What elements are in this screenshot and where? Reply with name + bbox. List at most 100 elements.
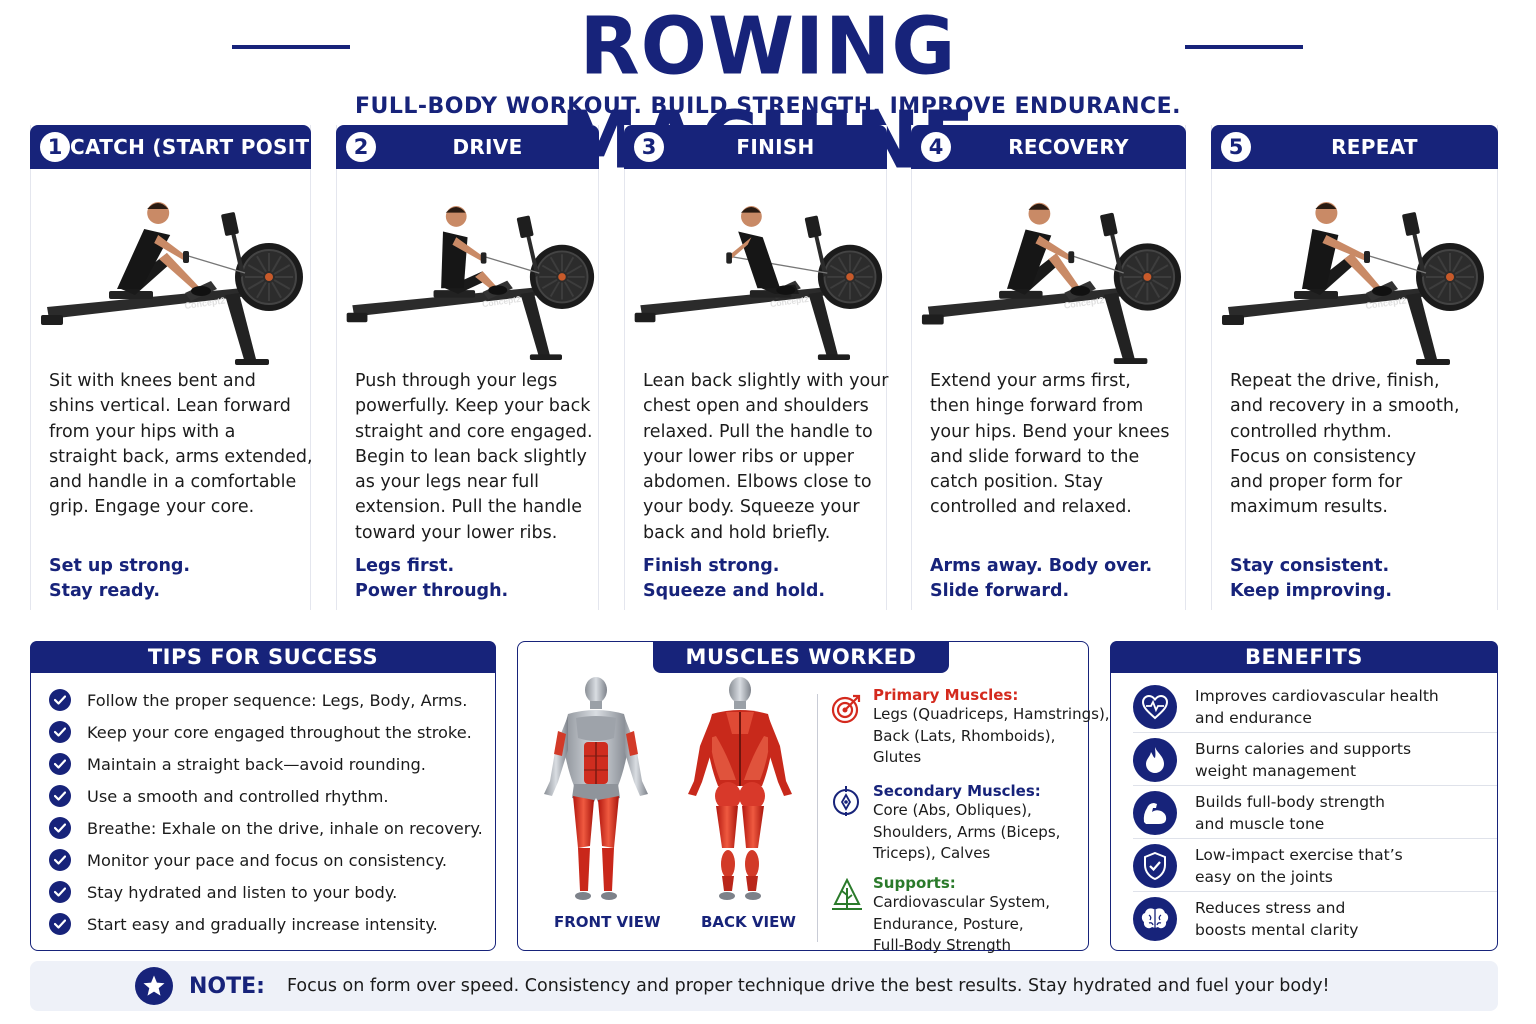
benefit-line: Improves cardiovascular health [1195,686,1439,705]
cue-line: Finish strong. [643,556,780,576]
benefit-divider [1133,891,1497,892]
description-line: and handle in a comfortable [49,472,297,493]
primary-muscles-line: Glutes [873,748,922,767]
rower-illustration: Concept2 [1222,202,1484,365]
muscles-title: MUSCLES WORKED [653,641,949,673]
check-icon [49,913,71,935]
step-cue: Finish strong. Squeeze and hold. [643,554,825,605]
description-line: straight and core engaged. [355,421,593,442]
step-description: Push through your legs powerfully. Keep y… [355,369,593,546]
check-icon [49,689,71,711]
tips-list: Follow the proper sequence: Legs, Body, … [49,684,489,940]
step-cue: Set up strong.Stay ready. [49,554,190,605]
tip-text: Start easy and gradually increase intens… [87,914,438,934]
step-title: REPEAT [1331,135,1418,159]
step-cue: Arms away. Body over. Slide forward. [930,554,1152,605]
secondary-muscles-line: Shoulders, Arms (Biceps, [873,822,1061,841]
tip-text: Breathe: Exhale on the drive, inhale on … [87,818,483,838]
description-line: and slide forward to the [930,446,1140,467]
check-icon [49,785,71,807]
description-line: your hips. Bend your knees [930,421,1170,442]
benefit-line: easy on the joints [1195,867,1333,886]
tips-panel: TIPS FOR SUCCESS Follow the proper seque… [30,641,496,951]
step-description: Repeat the drive, finish,and recovery in… [1230,369,1460,521]
athlete-figure [999,202,1091,299]
tip-text: Use a smooth and controlled rhythm. [87,786,389,806]
step-number-badge: 3 [634,132,664,162]
description-line: as your legs near full [355,472,540,493]
rowing-machine-illustration: Concept2 [1222,212,1484,365]
step-title: CATCH (START POSITION) [70,135,361,159]
cue-line: Slide forward. [930,581,1070,602]
check-icon [49,753,71,775]
primary-muscles-line: Legs (Quadriceps, Hamstrings), [873,705,1110,723]
description-line: from your hips with a [49,421,236,442]
primary-muscles-title: Primary Muscles: [873,686,1019,704]
check-icon [49,881,71,903]
flame-icon [1133,737,1177,782]
description-line: maximum results. [1230,497,1388,518]
description-line: back and hold briefly. [643,522,831,543]
tree-icon [832,878,862,910]
description-line: toward your lower ribs. [355,522,558,543]
note-bar: NOTE: Focus on form over speed. Consiste… [30,961,1498,1011]
back-view-label: BACK VIEW [701,913,796,931]
description-line: Push through your legs [355,371,558,391]
front-view-label: FRONT VIEW [554,913,661,931]
tip-text: Follow the proper sequence: Legs, Body, … [87,690,468,710]
cue-line: Stay consistent. [1230,556,1390,576]
cue-line: Squeeze and hold. [643,581,826,602]
cue-line: Power through. [355,581,509,602]
step-number-badge: 1 [40,132,70,162]
tip-item: Maintain a straight back—avoid rounding. [49,748,489,780]
rower-illustration: Concept2 [921,202,1182,364]
description-line: abdomen. Elbows close to [643,472,872,493]
description-line: grip. Engage your core. [49,497,255,518]
tip-text: Maintain a straight back—avoid rounding. [87,754,426,774]
description-line: then hinge forward from [930,396,1144,417]
athlete-figure [433,206,508,298]
cue-line: Legs first. [355,556,455,576]
secondary-muscles-line: Core (Abs, Obliques), [873,801,1032,819]
tip-item: Monitor your pace and focus on consisten… [49,844,489,876]
supports-line: Full-Body Strength [873,936,1012,955]
step-description: Extend your arms first,then hinge forwar… [930,369,1170,521]
compass-icon [833,786,859,816]
cue-line: Arms away. Body over. [930,556,1153,576]
description-line: Sit with knees bent and [49,371,256,391]
rower-illustration: Concept2 [634,206,883,360]
title-rule-right [1185,45,1303,49]
cue-line: Set up strong. [49,556,191,576]
benefit-divider [1133,732,1497,733]
step-title: RECOVERY [1008,135,1129,159]
description-line: your lower ribs or upper [643,446,854,467]
description-line: your body. Squeeze your [643,497,860,518]
rower-illustration: Concept2 [346,206,595,360]
athlete-figure [109,202,211,299]
description-line: powerfully. Keep your back [355,396,591,417]
primary-muscles-line: Back (Lats, Rhomboids), [873,726,1056,745]
header: ROWING MACHINE FULL-BODY WORKOUT. BUILD … [0,0,1536,187]
description-line: controlled and relaxed. [930,497,1132,518]
brain-icon [1133,896,1177,941]
tip-item: Start easy and gradually increase intens… [49,908,489,940]
secondary-muscles-text: Core (Abs, Obliques), Shoulders, Arms (Bi… [873,800,1060,865]
step-title: FINISH [736,135,815,159]
note-text: Focus on form over speed. Consistency an… [286,976,1330,996]
primary-muscles-group: Primary Muscles: Legs (Quadriceps, Hamst… [831,686,1110,769]
